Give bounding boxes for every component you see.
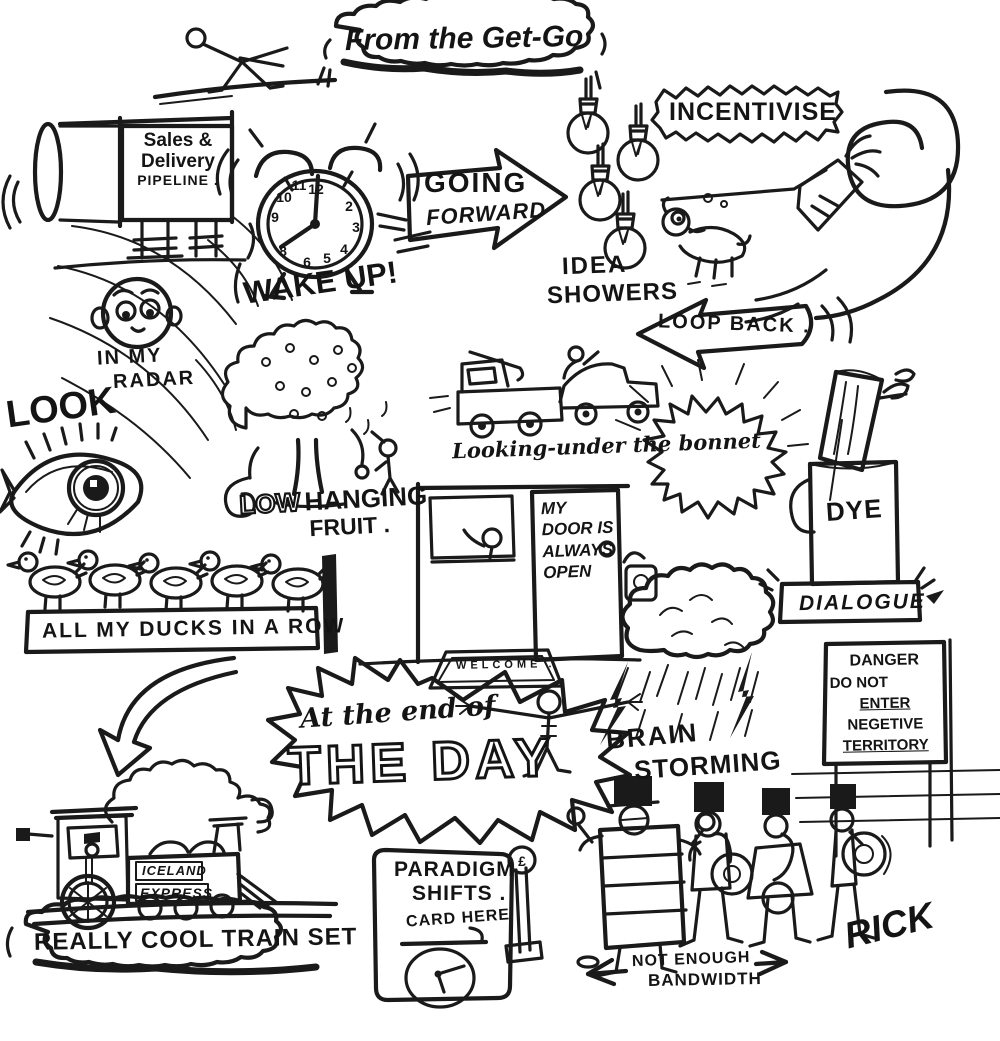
get-go-banner-label: From the Get-Go	[344, 19, 584, 58]
idea-showers-line1: IDEA	[561, 250, 628, 281]
pipeline-sign: Sales & Delivery PIPELINE .	[126, 130, 230, 188]
loop-back-arrow	[635, 296, 854, 371]
fruit-tree	[220, 318, 400, 518]
clock-number-8: 8	[279, 243, 287, 259]
idea-shower-bulbs	[566, 75, 660, 270]
in-my-radar-line1: IN MY	[96, 344, 164, 370]
low-label: LOW	[238, 486, 302, 521]
get-go-cloud	[316, 0, 607, 90]
alarm-clock-illustration: 12 2 3 4 5 6 8 9 10 11	[215, 122, 432, 304]
clock-number-12: 12	[308, 181, 324, 197]
radar-arcs	[49, 215, 293, 479]
clock-number-2: 2	[345, 198, 353, 214]
door-sign: MY DOOR IS ALWAYS OPEN	[541, 496, 616, 583]
clock-number-9: 9	[271, 209, 279, 225]
clock-number-4: 4	[340, 241, 348, 257]
lever-pound-symbol: £	[518, 853, 526, 869]
marching-band	[566, 776, 892, 978]
clock-number-11: 11	[292, 177, 307, 193]
incentivise-box	[650, 84, 844, 144]
paradigm-machine: £	[371, 845, 544, 1009]
clock-number-10: 10	[276, 189, 292, 205]
carrot-and-stick	[660, 134, 882, 287]
end-of-day-burst	[265, 655, 643, 846]
hanging-label: HANGING	[303, 480, 428, 517]
paradigm-line1: PARADIGM	[394, 858, 515, 881]
door-illustration	[358, 481, 658, 690]
brainstorm-cloud	[600, 562, 776, 745]
tow-truck-illustration	[429, 345, 660, 439]
incentivise-label: INCENTIVISE	[669, 98, 837, 126]
low-hanging-fruit: LOW HANGING FRUIT .	[238, 480, 429, 545]
dialogue-label: DIALOGUE	[798, 589, 927, 616]
runner-figure-illustration	[152, 27, 338, 105]
train-banner-cloud	[5, 893, 320, 976]
pipeline-sign-line3: PIPELINE .	[137, 171, 219, 188]
idea-showers-line2: SHOWERS	[546, 277, 679, 310]
train-banner-label: REALLY COOL TRAIN SET	[33, 923, 358, 956]
danger-line5: TERRITORY	[842, 736, 929, 756]
dye-can-and-log	[789, 368, 916, 587]
dye-label: DYE	[825, 493, 884, 527]
door-sign-line4: OPEN	[542, 561, 592, 582]
curved-arrow-to-train	[97, 655, 239, 778]
pipeline-sign-line2: Delivery	[141, 150, 215, 172]
paradigm-line2: SHIFTS .	[412, 882, 507, 905]
bandwidth-line2: BANDWIDTH	[647, 969, 762, 990]
radar-head	[90, 276, 183, 350]
end-of-day-big: THE DAY	[286, 726, 558, 798]
danger-line2: DO NOT	[829, 674, 889, 693]
welcome-mat-label: WELCOME .	[455, 658, 556, 672]
going-label: GOING	[424, 167, 528, 198]
danger-line1: DANGER	[849, 651, 920, 670]
train-illustration	[16, 758, 339, 931]
door-sign-line3: ALWAYS	[542, 539, 614, 561]
in-my-radar-line2: RADAR	[112, 366, 196, 394]
danger-line4: NEGETIVE	[847, 715, 924, 735]
clock-number-3: 3	[352, 219, 360, 235]
bandwidth-arrow	[585, 949, 789, 987]
explosion-cloud	[615, 359, 809, 520]
door-sign-line1: MY	[540, 498, 567, 519]
eye-illustration	[0, 422, 144, 556]
train-panel-express: EXPRESS	[140, 885, 214, 901]
train-panel-iceland: ICELAND	[142, 863, 207, 878]
going-forward-arrow	[376, 147, 569, 251]
ducks-row	[6, 549, 338, 655]
danger-line3: ENTER	[859, 694, 911, 713]
door-sign-line2: DOOR IS	[541, 518, 614, 540]
clock-number-5: 5	[323, 250, 331, 266]
pipeline-sign-line1: Sales &	[143, 130, 213, 151]
clock-number-6: 6	[303, 254, 311, 270]
danger-sign-text: DANGER DO NOT ENTER NEGETIVE TERRITORY	[829, 649, 941, 757]
